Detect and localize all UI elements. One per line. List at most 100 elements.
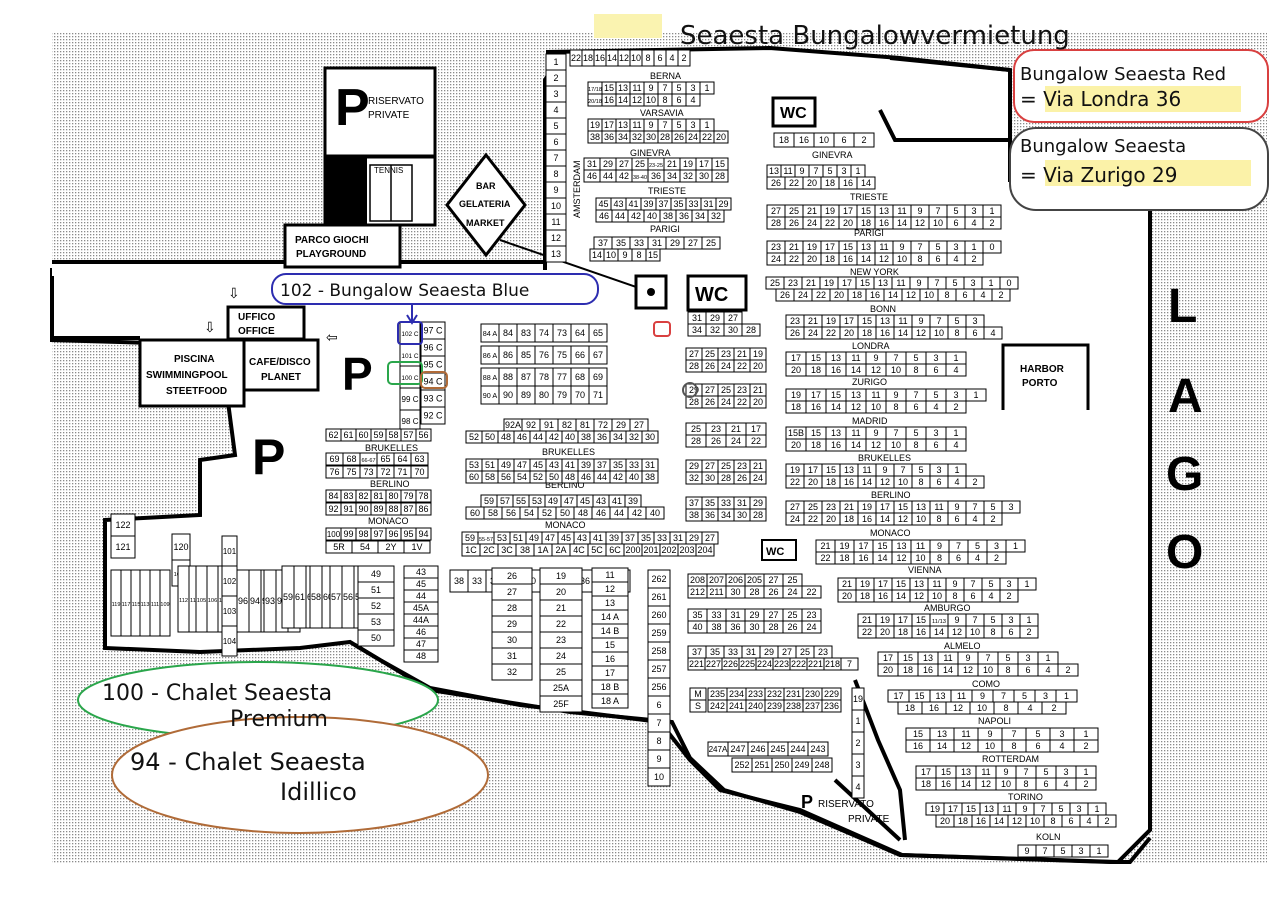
plot-ginevra_a-1[interactable]: 29 <box>599 157 617 171</box>
plot-brux_c_a-8[interactable]: 37 <box>593 458 611 472</box>
plot-mon_c_b-6[interactable]: 4C <box>569 543 589 557</box>
plot-trieste_e_a-8[interactable]: 9 <box>910 204 930 218</box>
plot-berna_a-8[interactable]: 1 <box>699 81 715 95</box>
plot-ginevra_b-1[interactable]: 44 <box>599 169 617 183</box>
plot-berna_top-1[interactable]: 18 <box>581 49 595 67</box>
plot-alm_e_b-8[interactable]: 4 <box>1037 663 1059 677</box>
plot-block_43-4[interactable]: 44A <box>403 613 439 627</box>
plot-zur_e_b-3[interactable]: 12 <box>845 400 867 414</box>
plot-block_19-8[interactable]: 25F <box>539 695 583 713</box>
plot-tor_b-6[interactable]: 8 <box>1043 814 1063 828</box>
plot-mad_e_b-4[interactable]: 12 <box>865 438 887 452</box>
plot-londra_e_a-8[interactable]: 1 <box>945 351 967 365</box>
plot-ber_e_b-10[interactable]: 4 <box>965 512 985 526</box>
plot-brux_w_b-2[interactable]: 66-67 <box>359 452 378 466</box>
plot-zur_e_a-7[interactable]: 5 <box>925 388 947 402</box>
plot-mon_c_a-3[interactable]: 51 <box>509 531 527 545</box>
plot-alm_e_b-4[interactable]: 12 <box>957 663 979 677</box>
plot-bonn_b-11[interactable]: 4 <box>983 326 1003 340</box>
plot-ny_a-5[interactable]: 15 <box>855 276 875 290</box>
plot-vie_b-1[interactable]: 211 <box>706 585 727 599</box>
plot-ber_c2_b-1[interactable]: 58 <box>483 506 503 520</box>
plot-blue_col-0[interactable]: 102 C <box>399 321 421 345</box>
plot-zur_a-4[interactable]: 19 <box>749 347 767 361</box>
plot-ginevra_e_a-0[interactable]: 18 <box>773 132 795 148</box>
plot-mid_b-4[interactable]: 75 <box>552 345 572 365</box>
plot-amb_e_b-5[interactable]: 12 <box>947 625 967 639</box>
plot-sw_e-0[interactable]: 105 <box>195 565 208 633</box>
plot-parigi_e_b-11[interactable]: 2 <box>964 252 984 266</box>
plot-ny_b-10[interactable]: 6 <box>955 288 975 302</box>
plot-zur_e_b-5[interactable]: 8 <box>885 400 907 414</box>
plot-ber_e_a-4[interactable]: 19 <box>857 500 877 514</box>
plot-ber_w_b-1[interactable]: 91 <box>340 502 357 516</box>
plot-vie_e_a-10[interactable]: 1 <box>1017 577 1037 591</box>
plot-rot_a-5[interactable]: 7 <box>1015 765 1037 779</box>
plot-ber_e_b-5[interactable]: 14 <box>875 512 895 526</box>
plot-mad_b-3[interactable]: 22 <box>745 434 767 448</box>
plot-ber_c2_a-6[interactable]: 45 <box>576 494 594 508</box>
plot-block_19-4[interactable]: 23 <box>539 631 583 649</box>
plot-mon_c_b-8[interactable]: 6C <box>605 543 625 557</box>
plot-block_43-3[interactable]: 45A <box>403 601 439 615</box>
plot-berna_b-2[interactable]: 14 <box>615 93 631 107</box>
plot-londra_a-1[interactable]: 29 <box>705 311 725 325</box>
plot-brux_w_a-5[interactable]: 57 <box>400 428 417 442</box>
plot-trieste_e_a-12[interactable]: 1 <box>982 204 1002 218</box>
plot-tor_b-4[interactable]: 12 <box>1007 814 1027 828</box>
plot-alm_b-1[interactable]: 227 <box>704 657 723 671</box>
plot-mid_e-7[interactable]: 27 <box>629 418 649 432</box>
plot-koln-0[interactable]: 9 <box>1017 844 1037 858</box>
plot-vie_e_a-0[interactable]: 21 <box>837 577 857 591</box>
plot-ny_b-8[interactable]: 10 <box>919 288 939 302</box>
plot-zur_e_b-2[interactable]: 14 <box>825 400 847 414</box>
plot-londra_e_b-0[interactable]: 20 <box>785 363 807 377</box>
plot-trieste_b-7[interactable]: 32 <box>707 209 725 223</box>
plot-berna_top-2[interactable]: 16 <box>593 49 607 67</box>
plot-ginevra_e2_b-3[interactable]: 18 <box>820 176 840 190</box>
plot-berna_b-7[interactable]: 4 <box>685 93 701 107</box>
plot-block_19-2[interactable]: 21 <box>539 599 583 617</box>
plot-ny_a-2[interactable]: 21 <box>801 276 821 290</box>
plot-sw_f-2[interactable]: 103 <box>221 595 238 627</box>
plot-ber_c2_a-3[interactable]: 53 <box>528 494 546 508</box>
plot-como_e_b-0[interactable]: 18 <box>897 701 923 715</box>
plot-mid_b-5[interactable]: 66 <box>570 345 590 365</box>
plot-mad_e_b-1[interactable]: 18 <box>805 438 827 452</box>
plot-ams_col-4[interactable]: 5 <box>545 117 567 135</box>
plot-mid_d-6[interactable]: 71 <box>588 385 608 405</box>
plot-block_11-7[interactable]: 17 <box>591 665 629 681</box>
plot-londra_b-1[interactable]: 32 <box>705 323 725 337</box>
plot-como_b-5[interactable]: 237 <box>802 699 823 713</box>
plot-sw_f-3[interactable]: 104 <box>221 625 238 657</box>
plot-zur_e_a-6[interactable]: 7 <box>905 388 927 402</box>
plot-amb_a-0[interactable]: 35 <box>687 608 708 622</box>
plot-ny_b-7[interactable]: 12 <box>901 288 921 302</box>
plot-mid_c-5[interactable]: 68 <box>570 367 590 387</box>
plot-como_e_b-1[interactable]: 16 <box>921 701 947 715</box>
plot-ber_c_b-4[interactable]: 28 <box>749 508 767 522</box>
plot-mid_f-2[interactable]: 48 <box>497 430 515 444</box>
plot-ny_a-9[interactable]: 7 <box>927 276 947 290</box>
plot-parigi_e_b-2[interactable]: 20 <box>802 252 822 266</box>
plot-ny_a-10[interactable]: 5 <box>945 276 965 290</box>
plot-como_e_b-2[interactable]: 12 <box>945 701 971 715</box>
plot-brux_c_a-0[interactable]: 53 <box>465 458 483 472</box>
plot-vie_e_a-1[interactable]: 19 <box>855 577 875 591</box>
plot-vars_b-4[interactable]: 30 <box>643 130 659 144</box>
plot-ber_c2_b-2[interactable]: 56 <box>501 506 521 520</box>
plot-koln-2[interactable]: 5 <box>1053 844 1073 858</box>
plot-mad_a-0[interactable]: 25 <box>685 422 707 436</box>
plot-alm_e_a-7[interactable]: 3 <box>1017 651 1039 665</box>
plot-parigi_e_b-9[interactable]: 6 <box>928 252 948 266</box>
plot-vie_b-4[interactable]: 26 <box>763 585 784 599</box>
plot-nap_a-7[interactable]: 1 <box>1073 727 1099 741</box>
plot-mon_c_b-5[interactable]: 2A <box>551 543 571 557</box>
plot-mon_e_b-4[interactable]: 12 <box>891 551 912 565</box>
plot-nap_a-5[interactable]: 5 <box>1025 727 1051 741</box>
plot-ginevra_b-0[interactable]: 46 <box>583 169 601 183</box>
plot-amb_b-2[interactable]: 36 <box>725 620 746 634</box>
plot-brux_c_b-7[interactable]: 46 <box>577 470 595 484</box>
plot-br_e_a-7[interactable]: 5 <box>911 463 931 477</box>
plot-mon_w_a-2[interactable]: 98 <box>355 527 372 541</box>
